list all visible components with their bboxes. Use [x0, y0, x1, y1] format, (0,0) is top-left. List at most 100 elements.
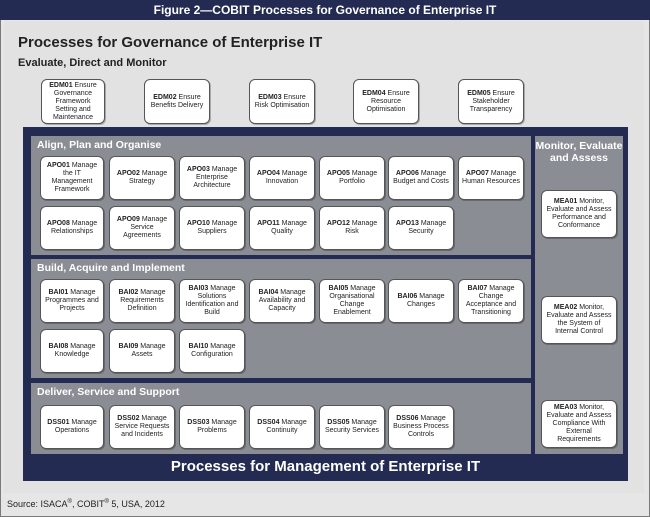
- process-name: Ensure Risk Optimisation: [254, 93, 310, 109]
- process-code: MEA01: [553, 198, 578, 205]
- process-code: BAI06: [397, 293, 418, 300]
- process-name: Manage Programmes and Projects: [45, 289, 99, 312]
- process-code: DSS05: [327, 419, 350, 426]
- process-name: Manage Problems: [197, 419, 237, 434]
- edm04-box: EDM04 Ensure Resource Optimisation: [353, 79, 419, 124]
- process-code: DSS04: [257, 419, 280, 426]
- process-name: Manage Availability and Capacity: [258, 289, 306, 312]
- edm05-box: EDM05 Ensure Stakeholder Transparency: [458, 79, 524, 124]
- bai-domain-label: Build, Acquire and Implement: [37, 262, 185, 274]
- process-code: APO01: [46, 162, 70, 169]
- process-code: DSS02: [117, 415, 140, 422]
- dss06-box: DSS06 Manage Business Process Controls: [388, 405, 454, 449]
- process-code: BAI09: [118, 343, 139, 350]
- process-code: APO11: [257, 220, 280, 227]
- process-name: Manage Continuity: [266, 419, 307, 434]
- process-code: APO05: [326, 170, 350, 177]
- process-code: APO12: [326, 220, 350, 227]
- apo-domain-label: Align, Plan and Organise: [37, 139, 162, 151]
- process-name: Manage the IT Management Framework: [51, 162, 98, 193]
- process-name: Manage Budget and Costs: [393, 170, 449, 185]
- mea02-box: MEA02 Monitor, Evaluate and Assess the S…: [541, 296, 617, 344]
- source-citation: Source: ISACA®, COBIT® 5, USA, 2012: [7, 499, 165, 509]
- apo03-box: APO03 Manage Enterprise Architecture: [179, 156, 245, 200]
- source-suffix: 5, USA, 2012: [108, 499, 165, 509]
- dss05-box: DSS05 Manage Security Services: [319, 405, 385, 449]
- dss01-box: DSS01 Manage Operations: [40, 405, 104, 449]
- dss03-box: DSS03 Manage Problems: [179, 405, 245, 449]
- registered-mark: ®: [104, 499, 109, 505]
- process-code: EDM05: [467, 89, 491, 97]
- process-name: Ensure Stakeholder Transparency: [469, 89, 515, 113]
- process-code: BAI05: [328, 285, 349, 292]
- process-name: Manage Business Process Controls: [393, 415, 449, 438]
- process-code: APO07: [465, 170, 489, 177]
- process-code: BAI01: [48, 289, 69, 296]
- process-name: Manage Service Agreements: [123, 216, 168, 239]
- process-name: Monitor, Evaluate and Assess the System …: [546, 304, 612, 335]
- process-code: BAI04: [258, 289, 279, 296]
- process-code: APO10: [186, 220, 210, 227]
- process-code: BAI02: [118, 289, 139, 296]
- process-name: Manage Configuration: [191, 343, 236, 358]
- process-code: APO09: [116, 216, 140, 223]
- apo05-box: APO05 Manage Portfolio: [319, 156, 385, 200]
- process-name: Manage Portfolio: [339, 170, 378, 185]
- process-name: Manage Changes: [406, 293, 445, 308]
- bai04-box: BAI04 Manage Availability and Capacity: [249, 279, 315, 323]
- management-title: Processes for Management of Enterprise I…: [170, 458, 481, 475]
- dss04-box: DSS04 Manage Continuity: [249, 405, 315, 449]
- process-code: APO06: [395, 170, 419, 177]
- edm-domain-label: Evaluate, Direct and Monitor: [18, 57, 167, 69]
- figure-title: Figure 2—COBIT Processes for Governance …: [0, 0, 650, 20]
- source-mid: , COBIT: [71, 499, 105, 509]
- apo12-box: APO12 Manage Risk: [319, 206, 385, 250]
- process-name: Manage Security Services: [324, 419, 380, 434]
- mea-domain-label: Monitor, Evaluate and Assess: [535, 140, 623, 164]
- edm02-box: EDM02 Ensure Benefits Delivery: [144, 79, 210, 124]
- bai09-box: BAI09 Manage Assets: [109, 329, 175, 373]
- edm03-box: EDM03 Ensure Risk Optimisation: [249, 79, 315, 124]
- apo02-box: APO02 Manage Strategy: [109, 156, 175, 200]
- source-prefix: Source: ISACA: [7, 499, 68, 509]
- apo01-box: APO01 Manage the IT Management Framework: [40, 156, 104, 200]
- process-name: Manage Risk: [345, 220, 378, 235]
- bai05-box: BAI05 Manage Organisational Change Enabl…: [319, 279, 385, 323]
- process-name: Manage Strategy: [128, 170, 168, 185]
- process-code: BAI03: [188, 285, 209, 292]
- process-code: BAI10: [188, 343, 209, 350]
- process-code: MEA03: [553, 404, 578, 411]
- apo04-box: APO04 Manage Innovation: [249, 156, 315, 200]
- process-code: APO13: [395, 220, 419, 227]
- apo11-box: APO11 Manage Quality: [249, 206, 315, 250]
- registered-mark: ®: [67, 499, 72, 505]
- process-name: Manage Requirements Definition: [120, 289, 166, 312]
- governance-title: Processes for Governance of Enterprise I…: [18, 34, 323, 51]
- process-name: Manage Solutions Identification and Buil…: [185, 285, 239, 316]
- process-name: Manage Human Resources: [462, 170, 520, 185]
- process-code: APO08: [46, 220, 70, 227]
- process-code: BAI08: [48, 343, 69, 350]
- process-name: Manage Assets: [131, 343, 166, 358]
- bai02-box: BAI02 Manage Requirements Definition: [109, 279, 175, 323]
- process-name: Manage Enterprise Architecture: [193, 166, 238, 189]
- process-name: Manage Security: [408, 220, 447, 235]
- process-code: APO02: [116, 170, 140, 177]
- process-name: Ensure Benefits Delivery: [150, 93, 204, 109]
- apo10-box: APO10 Manage Suppliers: [179, 206, 245, 250]
- process-name: Ensure Governance Framework Setting and …: [52, 81, 97, 121]
- apo08-box: APO08 Manage Relationships: [40, 206, 104, 250]
- process-name: Manage Suppliers: [197, 220, 238, 235]
- process-name: Manage Service Requests and Incidents: [114, 415, 170, 438]
- process-name: Manage Change Acceptance and Transitioni…: [465, 285, 517, 316]
- apo06-box: APO06 Manage Budget and Costs: [388, 156, 454, 200]
- apo09-box: APO09 Manage Service Agreements: [109, 206, 175, 250]
- process-code: DSS01: [47, 419, 70, 426]
- process-name: Monitor, Evaluate and Assess Compliance …: [546, 404, 612, 443]
- apo07-box: APO07 Manage Human Resources: [458, 156, 524, 200]
- process-name: Manage Relationships: [50, 220, 98, 235]
- process-name: Monitor, Evaluate and Assess Performance…: [546, 198, 612, 229]
- process-name: Manage Quality: [271, 220, 307, 235]
- process-name: Ensure Resource Optimisation: [366, 89, 410, 113]
- process-name: Manage Innovation: [265, 170, 308, 185]
